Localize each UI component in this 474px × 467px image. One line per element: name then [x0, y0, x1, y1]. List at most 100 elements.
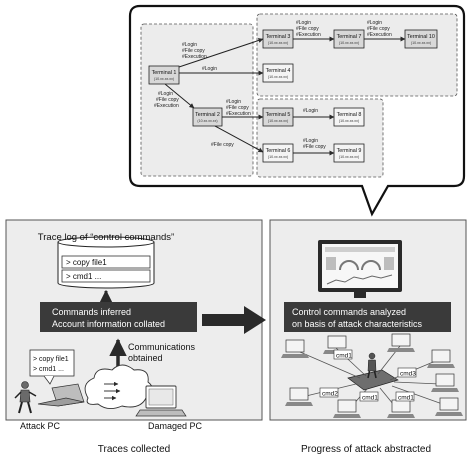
- mini-computer-icon: [427, 349, 455, 368]
- attack-pc-screen-line: > cmd1 ...: [33, 366, 64, 373]
- mini-computer-icon: [285, 387, 313, 406]
- terminal-name: Terminal 4: [266, 68, 291, 74]
- attacker-figure-icon: [367, 352, 377, 379]
- edge-label-line: #Execution: [182, 54, 207, 60]
- edge-label-line: #Login: [303, 138, 318, 144]
- edge-label-line: #Execution: [154, 103, 179, 109]
- terminal-ip: (10.xx.xx.xx): [197, 119, 217, 123]
- cmd-tag-label: cmd2: [322, 391, 338, 398]
- database-title: Trace log of “control commands”: [38, 232, 174, 243]
- edge-t2-t6: [214, 125, 264, 153]
- attack-progress-network: cmd1 cmd3 cmd2 cmd1 cmd1: [281, 333, 463, 418]
- edge-label-t1-t2: #Login #File copy #Execution: [154, 91, 179, 109]
- edge-label-line: #Login: [158, 91, 173, 97]
- edge-label-line: #File copy: [296, 26, 319, 32]
- commands-inferred-box: Commands inferred Account information co…: [40, 302, 197, 332]
- edge-label-t6-t9: #Login #File copy: [303, 138, 326, 150]
- damaged-pc-label: Damaged PC: [148, 421, 203, 431]
- terminal-node-2: Terminal 2 (10.xx.xx.xx): [192, 107, 223, 127]
- attack-pc-label: Attack PC: [20, 421, 61, 431]
- dashboard-monitor-icon: [318, 240, 402, 298]
- terminal-ip: (10.xx.xx.xx): [154, 77, 174, 81]
- terminal-node-8: Terminal 8 (10.xx.xx.xx): [333, 107, 365, 127]
- cmd-tag: cmd3: [397, 367, 417, 378]
- edge-label-line: #Execution: [226, 111, 251, 117]
- trace-log-database: Trace log of “control commands” > copy f…: [38, 232, 174, 289]
- terminal-name: Terminal 8: [337, 112, 362, 118]
- mini-computer-icon: [333, 399, 361, 418]
- edge-label-t2-t6: #File copy: [211, 142, 234, 148]
- cloud-icon: [84, 364, 153, 409]
- terminal-node-5: Terminal 5 (10.xx.xx.xx): [262, 107, 294, 127]
- edge-label-line: #File copy: [226, 105, 249, 111]
- terminal-ip: (10.xx.xx.xx): [268, 75, 288, 79]
- cmd-tag-label: cmd1: [336, 353, 352, 360]
- attack-laptop-icon: [37, 383, 85, 407]
- edge-t1-t2: [164, 83, 195, 109]
- terminal-node-9: Terminal 9 (10.xx.xx.xx): [333, 143, 365, 163]
- terminal-ip: (10.xx.xx.xx): [339, 119, 359, 123]
- terminal-ip: (10.xx.xx.xx): [339, 155, 359, 159]
- terminal-name: Terminal 2: [195, 112, 220, 118]
- terminal-ip: (10.xx.xx.xx): [339, 41, 359, 45]
- terminal-node-3: Terminal 3 (10.xx.xx.xx): [262, 29, 294, 49]
- terminal-node-1: Terminal 1 (10.xx.xx.xx): [148, 65, 180, 85]
- damaged-pc-icon: [135, 385, 187, 417]
- database-row: > copy file1: [66, 258, 107, 267]
- attack-pc-screen: > copy file1 > cmd1 ...: [29, 349, 75, 385]
- edge-label-line: #Execution: [367, 32, 392, 38]
- terminal-name: Terminal 3: [266, 34, 291, 40]
- edge-label-line: #File copy: [303, 144, 326, 150]
- terminal-node-6: Terminal 6 (10.xx.xx.xx): [262, 143, 294, 163]
- terminal-node-10: Terminal 10 (10.xx.xx.xx): [404, 29, 438, 49]
- edge-label-t1-t4: #Login: [202, 66, 217, 72]
- edge-label-line: #Login: [202, 66, 217, 72]
- group-origin: [140, 23, 254, 177]
- analysis-box: Control commands analyzed on basis of at…: [284, 302, 451, 332]
- commands-box-line: Commands inferred: [52, 307, 131, 317]
- mini-computer-icon: [281, 339, 309, 358]
- terminal-name: Terminal 7: [337, 34, 362, 40]
- right-caption: Progress of attack abstracted: [301, 444, 431, 455]
- mini-computer-icon: [435, 397, 463, 416]
- cmd-tag: cmd2: [319, 387, 339, 398]
- edge-label-line: #Login: [367, 20, 382, 26]
- mini-computer-icon: [387, 333, 415, 352]
- edge-label-t1-t3: #Login #File copy #Execution: [182, 42, 207, 60]
- edge-label-line: #File copy: [182, 48, 205, 54]
- terminal-name: Terminal 9: [337, 148, 362, 154]
- analysis-box-line: on basis of attack characteristics: [292, 319, 423, 329]
- edge-label-line: #File copy: [367, 26, 390, 32]
- edge-label-line: #Execution: [296, 32, 321, 38]
- mini-computer-icon: [431, 373, 459, 392]
- terminal-name: Terminal 10: [407, 34, 435, 40]
- left-caption: Traces collected: [98, 444, 170, 455]
- cmd-tag-label: cmd1: [362, 395, 378, 402]
- attack-pc-screen-line: > copy file1: [33, 356, 69, 363]
- terminal-ip: (10.xx.xx.xx): [411, 41, 431, 45]
- cmd-tag-label: cmd1: [398, 395, 414, 402]
- edge-label-line: #Login: [226, 99, 241, 105]
- terminal-name: Terminal 1: [152, 70, 177, 76]
- network-edges: [164, 36, 406, 156]
- edge-label-t2-t5: #Login #File copy #Execution: [226, 99, 251, 117]
- terminal-name: Terminal 5: [266, 112, 291, 118]
- communications-label: obtained: [128, 353, 163, 363]
- terminal-node-4: Terminal 4 (10.xx.xx.xx): [262, 63, 294, 83]
- terminal-ip: (10.xx.xx.xx): [268, 119, 288, 123]
- database-row: > cmd1 ...: [66, 272, 101, 281]
- attacker-figure-icon: [14, 381, 37, 414]
- terminal-ip: (10.xx.xx.xx): [268, 155, 288, 159]
- group-upper: [256, 13, 458, 97]
- terminal-name: Terminal 6: [266, 148, 291, 154]
- edge-label-line: #Login: [182, 42, 197, 48]
- edge-label-line: #File copy: [156, 97, 179, 103]
- commands-box-line: Account information collated: [52, 319, 165, 329]
- cmd-tag: cmd1: [333, 349, 353, 360]
- edge-t1-t3: [178, 38, 264, 68]
- edge-label-t5-t8: #Login: [303, 108, 318, 114]
- edge-label-line: #Login: [303, 108, 318, 114]
- terminal-node-7: Terminal 7 (10.xx.xx.xx): [333, 29, 365, 49]
- edge-label-line: #Login: [296, 20, 311, 26]
